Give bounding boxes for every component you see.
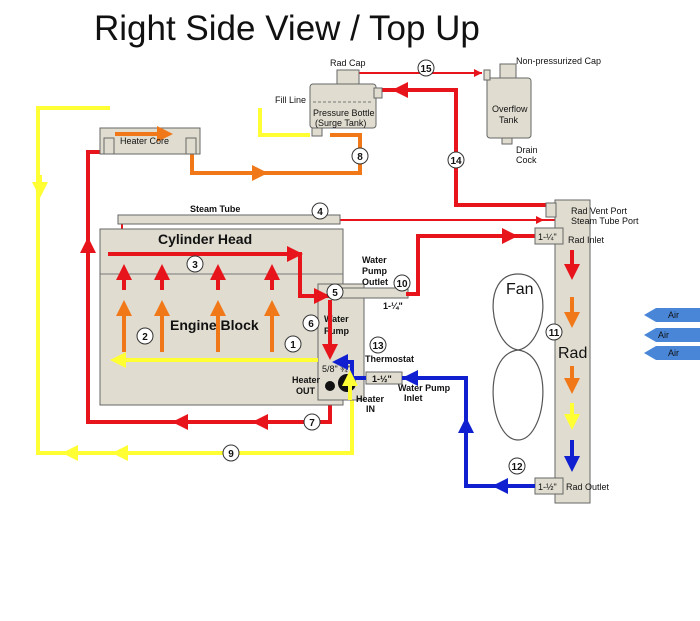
flow-loop-12 xyxy=(402,370,535,494)
heater-in-size-label: ¾" xyxy=(340,364,351,374)
overflow-tank: Overflow Tank Non-pressurized Cap Drain … xyxy=(483,56,601,165)
flow-number-5: 5 xyxy=(326,283,344,301)
svg-text:2: 2 xyxy=(142,332,148,343)
svg-text:7: 7 xyxy=(309,418,315,429)
svg-text:4: 4 xyxy=(317,207,323,218)
heater-in-label-2: IN xyxy=(366,404,375,414)
rad-label: Rad xyxy=(558,345,587,362)
cylinder-head-label: Cylinder Head xyxy=(158,231,252,247)
flow-number-6: 6 xyxy=(302,314,320,332)
wp-inlet-label-2: Inlet xyxy=(404,393,423,403)
heater-in-label: Heater xyxy=(356,394,385,404)
flow-loop-10 xyxy=(406,228,535,296)
rad-outlet-size-label: 1-½" xyxy=(538,482,557,492)
rad-outlet-label: Rad Outlet xyxy=(566,482,610,492)
svg-text:13: 13 xyxy=(372,341,384,352)
flow-number-15: 15 xyxy=(417,59,435,77)
flow-number-14: 14 xyxy=(447,151,465,169)
overflow-tank-label: Overflow xyxy=(492,104,528,114)
rad-cap-label: Rad Cap xyxy=(330,58,366,68)
water-pump-label: Water xyxy=(324,314,349,324)
svg-text:8: 8 xyxy=(357,152,363,163)
steam-tube: Steam Tube xyxy=(117,204,341,225)
svg-text:15: 15 xyxy=(420,64,432,75)
air-arrow-3 xyxy=(644,346,700,360)
steam-tube-label: Steam Tube xyxy=(190,204,240,214)
engine-internal-flows xyxy=(108,246,366,400)
fan-label: Fan xyxy=(506,281,534,298)
rad-vent-port-label: Rad Vent Port xyxy=(571,206,628,216)
rad-inlet-size-label: 1-¼" xyxy=(538,232,557,242)
flow-number-7: 7 xyxy=(303,413,321,431)
drain-cock-label-2: Cock xyxy=(516,155,537,165)
air-arrow-1 xyxy=(644,308,700,322)
drain-cock-label: Drain xyxy=(516,145,538,155)
surge-tank-label: (Surge Tank) xyxy=(315,118,366,128)
svg-text:12: 12 xyxy=(511,462,523,473)
steam-tube-port-label: Steam Tube Port xyxy=(571,216,639,226)
thermostat-label: Thermostat xyxy=(365,354,414,364)
svg-text:5: 5 xyxy=(332,288,338,299)
non-pressurized-cap-label: Non-pressurized Cap xyxy=(516,56,601,66)
overflow-tank-label-2: Tank xyxy=(499,115,519,125)
svg-text:9: 9 xyxy=(228,449,234,460)
svg-text:10: 10 xyxy=(396,279,408,290)
rad-inlet-label: Rad Inlet xyxy=(568,235,605,245)
wp-outlet-size-label: 1-¼" xyxy=(383,301,403,311)
flow-number-11: 11 xyxy=(545,323,563,341)
wp-outlet-label: Water xyxy=(362,255,387,265)
svg-text:11: 11 xyxy=(549,328,560,339)
svg-text:1: 1 xyxy=(290,340,296,351)
air-label-1: Air xyxy=(668,310,679,320)
air-label-2: Air xyxy=(658,330,669,340)
air-arrows: Air Air Air xyxy=(644,308,700,360)
wp-outlet-label-2: Pump xyxy=(362,266,388,276)
flow-number-1: 1 xyxy=(284,335,302,353)
wp-inlet-size-label: 1-½" xyxy=(372,374,392,384)
wp-inlet-label: Water Pump xyxy=(398,383,451,393)
flow-loop-14 xyxy=(378,82,548,207)
heater-out-size-label: 5/8" xyxy=(322,364,338,374)
diagram-title: Right Side View / Top Up xyxy=(94,9,480,48)
svg-text:6: 6 xyxy=(308,319,314,330)
heater-out-label-2: OUT xyxy=(296,386,316,396)
flow-number-8: 8 xyxy=(351,147,369,165)
flow-number-10: 10 xyxy=(393,274,411,292)
flow-number-3: 3 xyxy=(186,255,204,273)
flow-loop-8 xyxy=(190,133,362,181)
pressure-bottle-label: Pressure Bottle xyxy=(313,108,375,118)
heater-out-port xyxy=(325,381,335,391)
flow-number-12: 12 xyxy=(508,457,526,475)
fill-line-label: Fill Line xyxy=(275,95,306,105)
pressure-bottle: Pressure Bottle (Surge Tank) Rad Cap Fil… xyxy=(275,58,383,137)
svg-text:3: 3 xyxy=(192,260,198,271)
flow-number-9: 9 xyxy=(222,444,240,462)
flow-loop-9 xyxy=(32,106,354,461)
heater-out-label: Heater xyxy=(292,375,321,385)
air-label-3: Air xyxy=(668,348,679,358)
radiator: Rad Vent Port Steam Tube Port 1-¼" Rad I… xyxy=(534,199,639,504)
engine-block-label: Engine Block xyxy=(170,317,259,333)
water-pump-label-2: Pump xyxy=(324,326,350,336)
flow-number-2: 2 xyxy=(136,327,154,345)
fan: Fan xyxy=(492,273,544,441)
svg-text:14: 14 xyxy=(450,156,462,167)
flow-number-4: 4 xyxy=(311,202,329,220)
air-arrow-2 xyxy=(644,328,700,342)
heater-core: Heater Core xyxy=(99,126,201,155)
flow-number-markers: 1 2 3 4 5 6 7 8 9 10 11 12 13 14 15 xyxy=(136,59,563,475)
flow-number-13: 13 xyxy=(369,336,387,354)
wp-outlet-label-3: Outlet xyxy=(362,277,388,287)
heater-core-label: Heater Core xyxy=(120,136,169,146)
